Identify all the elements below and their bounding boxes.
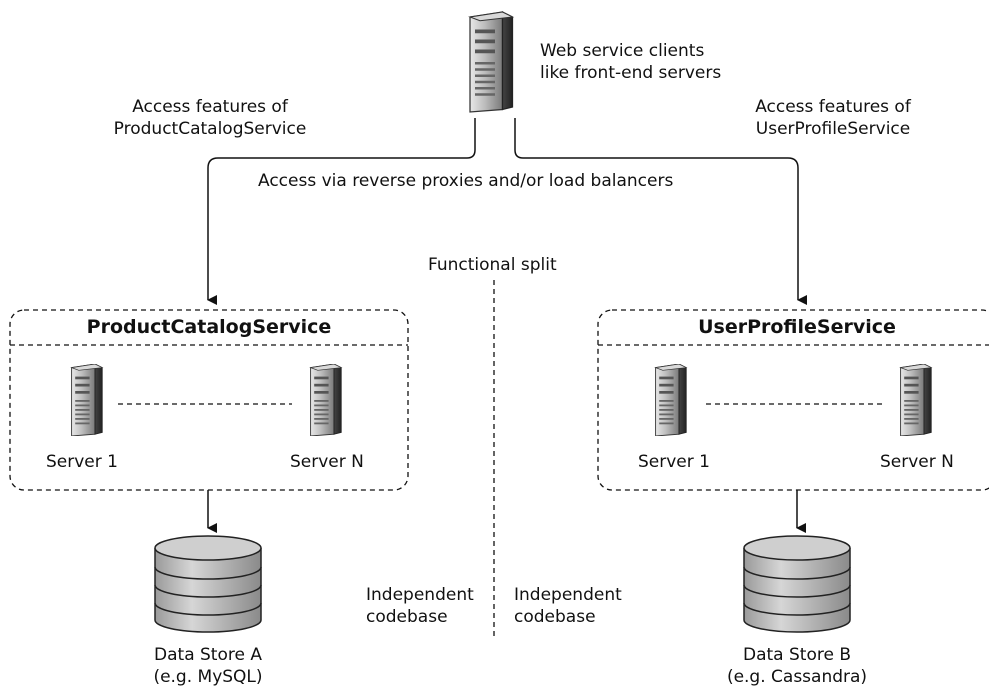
product-catalog-service-title: ProductCatalogService (86, 316, 332, 338)
user-codebase-line1: Independent (514, 585, 622, 605)
left-connector-arrow (207, 118, 476, 305)
proxy-label: Access via reverse proxies and/or load b… (258, 171, 674, 191)
user-server-1-icon (655, 364, 687, 436)
data-store-a-line1: Data Store A (154, 645, 262, 665)
data-store-b-line2: (e.g. Cassandra) (726, 667, 868, 687)
left-edge-label: Access features of ProductCatalogService (100, 96, 320, 140)
data-store-a-icon (154, 535, 262, 633)
product-server-n-label: Server N (290, 452, 364, 472)
user-server-n-icon (900, 364, 932, 436)
product-codebase-line1: Independent (366, 585, 474, 605)
web-client-label-line1: Web service clients (540, 41, 705, 61)
user-server-n-label: Server N (880, 452, 954, 472)
web-client-label-line2: like front-end servers (540, 63, 722, 83)
product-catalog-service-box (9, 309, 409, 491)
user-profile-service-title: UserProfileService (698, 316, 896, 338)
right-connector-arrow (514, 118, 807, 305)
functional-split-label: Functional split (428, 255, 557, 275)
data-store-a-line2: (e.g. MySQL) (153, 667, 263, 687)
product-server-1-icon (71, 364, 103, 436)
user-server-1-label: Server 1 (638, 452, 710, 472)
product-codebase-label: Independent codebase (366, 584, 474, 628)
product-server-n-icon (310, 364, 342, 436)
web-client-label: Web service clients like front-end serve… (540, 40, 721, 84)
product-codebase-line2: codebase (366, 607, 448, 627)
right-edge-label: Access features of UserProfileService (733, 96, 933, 140)
user-codebase-line2: codebase (514, 607, 596, 627)
right-edge-label-line1: Access features of (755, 97, 911, 117)
left-edge-label-line2: ProductCatalogService (113, 119, 307, 139)
user-codebase-label: Independent codebase (514, 584, 622, 628)
data-store-b-icon (743, 535, 851, 633)
left-edge-label-line1: Access features of (132, 97, 288, 117)
data-store-b-line1: Data Store B (743, 645, 851, 665)
web-client-server-icon (469, 11, 514, 113)
data-store-a-label: Data Store A (e.g. MySQL) (108, 644, 308, 688)
product-server-1-label: Server 1 (46, 452, 118, 472)
right-edge-label-line2: UserProfileService (755, 119, 911, 139)
data-store-b-label: Data Store B (e.g. Cassandra) (697, 644, 897, 688)
